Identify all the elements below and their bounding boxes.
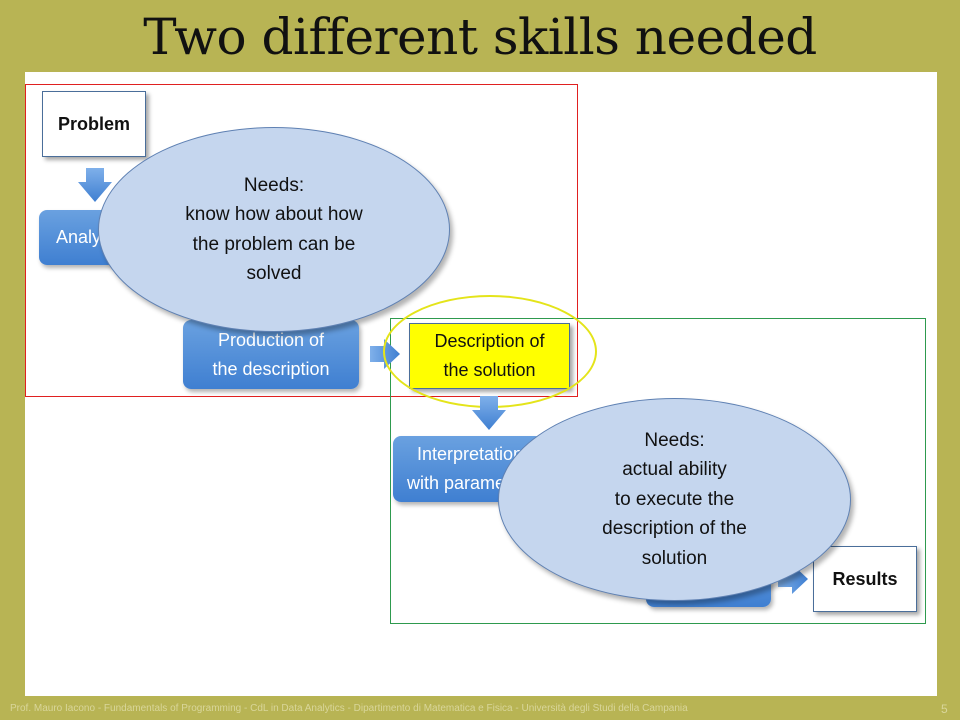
- top-needs-bubble: Needs: know how about how the problem ca…: [98, 127, 450, 332]
- production-line-2: the description: [212, 358, 330, 379]
- bottom-bubble-line-2: actual ability: [622, 459, 727, 481]
- down-arrow-icon: [78, 168, 112, 202]
- top-bubble-line-3: the problem can be: [192, 233, 356, 255]
- footer-text: Prof. Mauro Iacono - Fundamentals of Pro…: [10, 703, 688, 714]
- red-frame: [25, 84, 578, 397]
- down-arrow-icon: [472, 396, 506, 430]
- bottom-bubble-line-5: solution: [641, 547, 708, 569]
- page-number: 5: [941, 702, 948, 716]
- bottom-bubble-line-3: to execute the: [614, 488, 735, 510]
- top-bubble-line-1: Needs:: [243, 174, 305, 196]
- top-bubble-line-2: know how about how: [185, 204, 363, 225]
- highlight-ring: [383, 295, 597, 408]
- bottom-bubble-line-4: description of the: [602, 518, 747, 540]
- production-line-1: Production of: [217, 329, 325, 350]
- top-bubble-line-4: solved: [246, 263, 302, 284]
- green-frame: [390, 318, 926, 624]
- bottom-needs-bubble: Needs: actual ability to execute the des…: [498, 398, 851, 601]
- problem-label: Problem: [57, 113, 131, 134]
- interpretation-line-1: Interpretation: [417, 444, 524, 464]
- results-label: Results: [832, 568, 898, 589]
- results-box: Results: [813, 546, 917, 612]
- problem-box: Problem: [42, 91, 146, 157]
- bottom-bubble-line-1: Needs:: [644, 429, 705, 451]
- slide-title: Two different skills needed: [143, 8, 817, 66]
